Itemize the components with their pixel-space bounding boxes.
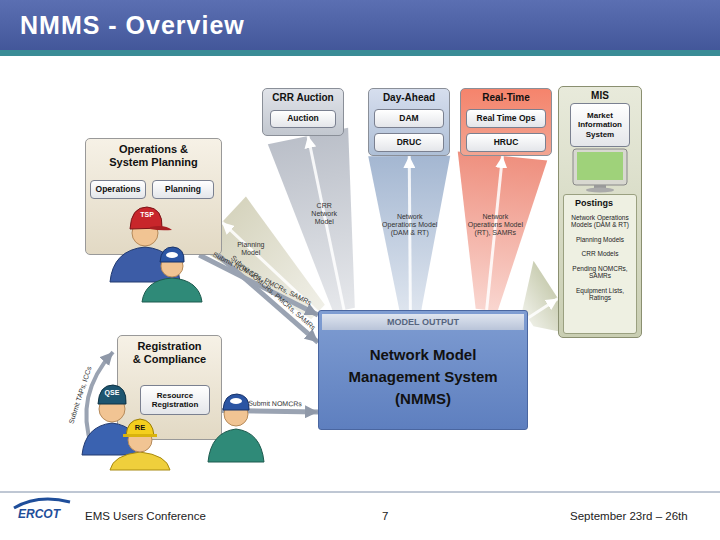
box-label: DRUC	[397, 138, 422, 147]
person-head	[99, 396, 125, 422]
person-cap	[160, 247, 184, 262]
panel-title: Day-Ahead	[369, 89, 449, 104]
panel-title: Registration & Compliance	[118, 336, 221, 365]
header-bar: NMMS - Overview	[0, 0, 720, 50]
function-box: DRUC	[374, 133, 444, 152]
function-box: Operations	[90, 180, 146, 199]
monitor-base	[586, 188, 614, 193]
cap-logo	[230, 398, 242, 404]
edge-label: Submit NOMCRs, PMCRs, SAMRs	[217, 244, 328, 342]
box-label: Planning	[165, 185, 201, 194]
person-body	[110, 452, 170, 470]
box-label: DAM	[399, 114, 418, 123]
hat-brim	[123, 434, 157, 437]
panel-title: Real-Time	[461, 89, 551, 104]
function-box: Real Time Ops	[466, 109, 546, 128]
box-label: Auction	[287, 114, 319, 123]
hat-label: TSP	[134, 211, 160, 218]
cap-logo	[166, 252, 178, 258]
model-beam	[368, 156, 450, 310]
person-cap	[223, 394, 249, 410]
arrow-line	[222, 411, 318, 412]
panel-title: Operations & System Planning	[86, 139, 221, 168]
market-panel: CRR AuctionAuction	[262, 88, 344, 136]
person-body	[82, 423, 142, 455]
nmms-box: MODEL OUTPUT Network Model Management Sys…	[318, 310, 528, 430]
person-body	[142, 278, 202, 302]
function-box: Market Information System	[570, 103, 630, 147]
postings-item: Pending NOMCRs, SAMRs	[567, 265, 633, 280]
person-body	[208, 429, 264, 462]
postings-title: Postings	[567, 198, 633, 208]
person-body	[110, 247, 180, 282]
footer-text: EMS Users Conference	[85, 510, 206, 522]
postings-item: Network Operations Models (DAM & RT)	[567, 214, 633, 229]
page-number: 7	[382, 510, 388, 522]
registration-panel: Registration & ComplianceResource Regist…	[117, 335, 222, 440]
output-strip: MODEL OUTPUT	[322, 314, 524, 330]
panel-title: CRR Auction	[263, 89, 343, 104]
box-label: Operations	[96, 185, 141, 194]
arrow-label: Submit TAPs, ICCs	[63, 351, 97, 439]
market-panel: Day-AheadDAM DRUC	[368, 88, 450, 156]
cap-brim	[150, 226, 172, 230]
beam-fill	[368, 156, 450, 310]
hat-label: QSE	[100, 389, 124, 396]
market-panel: Real-TimeReal Time OpsHRUC	[460, 88, 552, 156]
postings-item: CRR Models	[567, 250, 633, 257]
edge-label: Submit NOMCRs	[235, 400, 315, 409]
logo-text: ERCOT	[18, 507, 60, 521]
monitor-stand	[594, 185, 606, 189]
footer-rule	[0, 492, 720, 493]
person-head	[224, 402, 248, 426]
edge-label: Network Operations Model (DAM & RT)	[381, 213, 439, 237]
box-label: Real Time Ops	[477, 114, 536, 123]
edge-label: Network Operations Model (RT), SAMRs	[466, 213, 524, 237]
function-box: Planning	[152, 180, 214, 199]
box-label: HRUC	[494, 138, 519, 147]
edge-label: CRR Network Model	[303, 202, 345, 226]
submit-arrow	[222, 411, 318, 412]
postings-item: Planning Models	[567, 236, 633, 243]
monitor-frame	[573, 149, 627, 185]
slide-title: NMMS - Overview	[20, 11, 245, 40]
monitor-screen	[577, 152, 623, 180]
panel-title: MIS	[559, 87, 641, 102]
box-label: Market Information System	[571, 111, 629, 139]
function-box: HRUC	[466, 133, 546, 152]
beam-arrow	[528, 298, 558, 317]
postings-panel: PostingsNetwork Operations Models (DAM &…	[563, 194, 637, 334]
planning-panel: Operations & System PlanningOperations Pl…	[85, 138, 222, 255]
hat-label: RE	[130, 423, 150, 432]
person-head	[161, 255, 183, 277]
system-name: Network Model Management System (NMMS)	[333, 344, 513, 409]
mis-panel: MIS Market Information SystemPostingsNetw…	[558, 86, 642, 338]
postings-item: Equipment Lists, Ratings	[567, 287, 633, 302]
header-stripe	[0, 50, 720, 56]
function-box: Auction	[270, 110, 336, 128]
function-box: DAM	[374, 109, 444, 128]
box-label: Resource Registration	[141, 391, 209, 409]
footer-date: September 23rd – 26th	[570, 510, 688, 522]
person-cap	[98, 385, 126, 404]
function-box: Resource Registration	[140, 385, 210, 415]
logo-swoosh	[14, 499, 70, 508]
person-cap	[130, 207, 162, 229]
person-head	[132, 220, 158, 246]
hard-hat	[126, 419, 154, 436]
